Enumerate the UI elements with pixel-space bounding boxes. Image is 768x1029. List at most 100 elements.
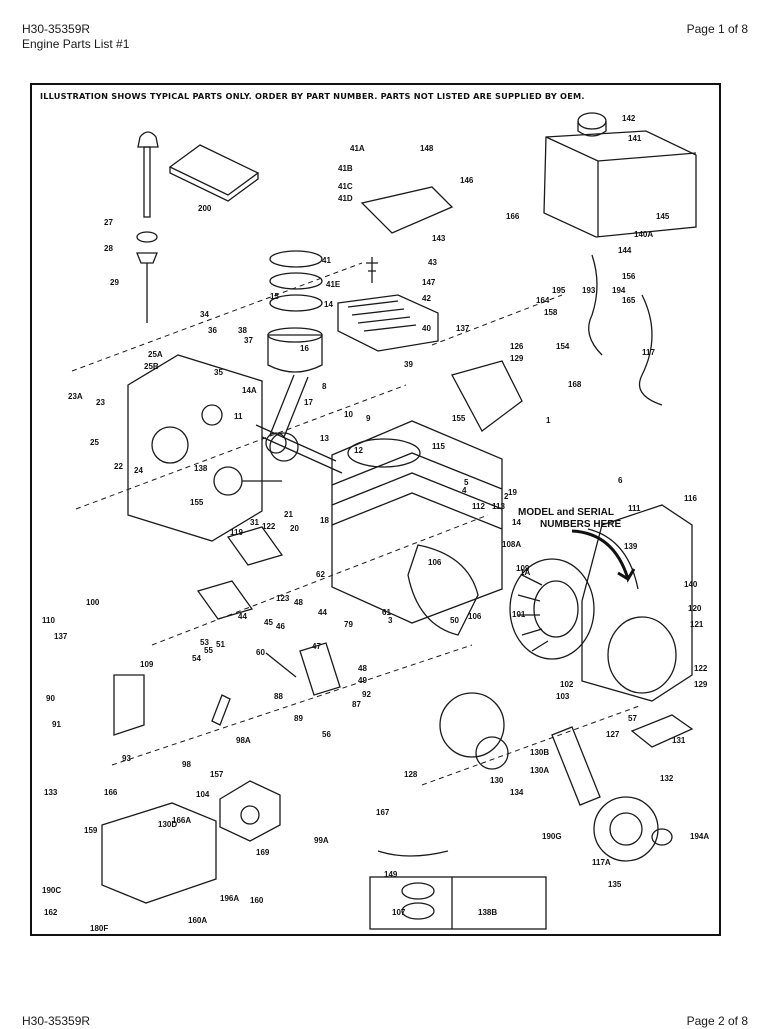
part-label-101: 101 (512, 610, 526, 619)
part-label-129: 129 (694, 680, 708, 689)
part-label-41d: 41D (338, 194, 353, 203)
part-label-167: 167 (376, 808, 390, 817)
part-label-113: 113 (492, 502, 505, 511)
part-label-48: 48 (294, 598, 303, 607)
part-label-25b: 25B (144, 362, 159, 371)
part-label-115: 115 (432, 442, 445, 451)
part-label-134: 134 (510, 788, 524, 797)
part-label-156: 156 (622, 272, 636, 281)
part-label-14a: 14A (242, 386, 257, 395)
part-label-143: 143 (432, 234, 446, 243)
part-label-40: 40 (422, 324, 431, 333)
part-label-140a: 140A (634, 230, 653, 239)
part-label-41b: 41B (338, 164, 353, 173)
small-bracket (113, 674, 145, 736)
part-label-190c: 190C (42, 886, 61, 895)
dipstick-tube (143, 146, 151, 218)
part-label-20: 20 (290, 524, 299, 533)
part-label-155: 155 (452, 414, 466, 423)
part-label-120: 120 (688, 604, 702, 613)
part-label-54: 54 (192, 654, 201, 663)
model-note-line1: MODEL and SERIAL (518, 507, 614, 518)
part-label-10: 10 (344, 410, 353, 419)
part-label-62: 62 (316, 570, 325, 579)
part-label-89: 89 (294, 714, 303, 723)
part-label-92: 92 (362, 690, 371, 699)
part-label-195: 195 (552, 286, 566, 295)
part-label-116: 116 (684, 494, 697, 503)
carburetor-box (101, 802, 217, 904)
plate-strap (551, 726, 601, 806)
part-label-36: 36 (208, 326, 217, 335)
piston-ring (269, 250, 323, 268)
part-label-180f: 180F (90, 924, 108, 933)
recoil-starter (593, 796, 659, 862)
part-label-193: 193 (582, 286, 596, 295)
crankshaft (255, 424, 343, 474)
part-label-130a: 130A (530, 766, 549, 775)
part-label-21: 21 (284, 510, 293, 519)
part-label-14: 14 (512, 518, 521, 527)
part-label-41e: 41E (326, 280, 341, 289)
diagram-caption: ILLUSTRATION SHOWS TYPICAL PARTS ONLY. O… (40, 91, 585, 101)
part-label-14: 14 (324, 300, 333, 309)
part-label-99a: 99A (314, 836, 329, 845)
inset-box (369, 876, 547, 930)
part-label-50: 50 (450, 616, 459, 625)
parts-drawing: MODEL and SERIAL NUMBERS HERE 1421411484… (42, 112, 709, 933)
part-label-121: 121 (690, 620, 704, 629)
part-label-106: 106 (468, 612, 482, 621)
part-label-108a: 108A (502, 540, 521, 549)
fuel-line (588, 254, 603, 356)
flywheel (509, 558, 595, 660)
part-label-140: 140 (684, 580, 698, 589)
part-label-79: 79 (344, 620, 353, 629)
pulley (475, 736, 509, 770)
part-label-47: 47 (312, 642, 321, 651)
part-label-139: 139 (624, 542, 638, 551)
part-label-194a: 194A (690, 832, 709, 841)
part-label-55: 55 (204, 646, 213, 655)
spark-plug (366, 257, 378, 283)
engine-block (331, 420, 503, 624)
part-label-91: 91 (52, 720, 61, 729)
fuel-tank-edge (545, 136, 697, 237)
part-label-23a: 23A (68, 392, 83, 401)
part-label-157: 157 (210, 770, 224, 779)
part-label-119: 119 (230, 528, 243, 537)
starter-handle (651, 828, 673, 846)
part-label-160a: 160A (188, 916, 207, 925)
part-label-1a: 1A (520, 568, 530, 577)
part-label-200: 200 (198, 204, 212, 213)
part-label-34: 34 (200, 310, 209, 319)
part-label-111: 111 (628, 504, 641, 513)
cylinder-head (337, 294, 439, 352)
part-label-133: 133 (44, 788, 58, 797)
part-label-19: 19 (508, 488, 517, 497)
part-label-147: 147 (422, 278, 436, 287)
part-label-98: 98 (182, 760, 191, 769)
part-label-51: 51 (216, 640, 225, 649)
part-label-131: 131 (672, 736, 686, 745)
part-label-27: 27 (104, 218, 113, 227)
part-label-126: 126 (510, 342, 524, 351)
fuel-cap (577, 112, 607, 130)
part-label-160: 160 (250, 896, 264, 905)
callout-arrow (377, 850, 449, 857)
part-label-17: 17 (304, 398, 313, 407)
part-label-142: 142 (622, 114, 636, 123)
part-label-93: 93 (122, 754, 131, 763)
part-label-29: 29 (110, 278, 119, 287)
part-label-102: 102 (560, 680, 574, 689)
shield (407, 544, 479, 636)
part-label-130b: 130B (530, 748, 549, 757)
part-label-98a: 98A (236, 736, 251, 745)
part-label-6: 6 (618, 476, 623, 485)
leader-dash-lines (71, 262, 643, 786)
part-label-135: 135 (608, 880, 622, 889)
part-label-23: 23 (96, 398, 105, 407)
part-label-190g: 190G (542, 832, 562, 841)
governor-bracket (299, 642, 341, 696)
document-title: Engine Parts List #1 (22, 37, 130, 51)
part-label-117: 117 (642, 348, 655, 357)
